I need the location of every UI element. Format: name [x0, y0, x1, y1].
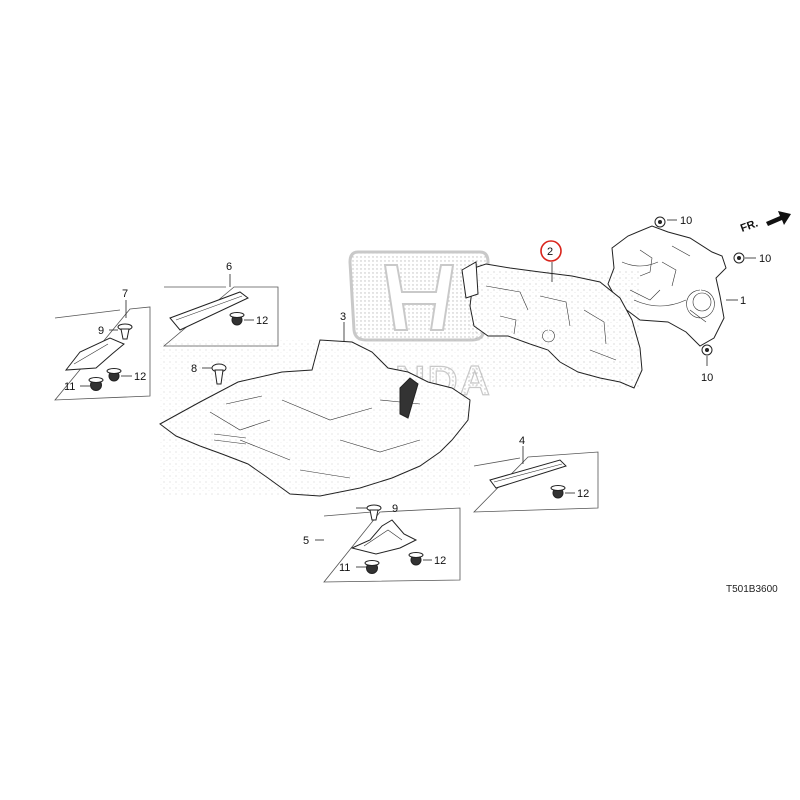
- callout-11-rear[interactable]: 11: [339, 562, 350, 574]
- callout-labels: 1 2 3 4 5 6 7 8 9 9 10 10 10 11 11 12 12…: [64, 215, 771, 574]
- part-2-dashboard-insulator-inner: [461, 261, 643, 389]
- group-box-5: [323, 507, 461, 583]
- part-5-group: [323, 504, 461, 583]
- callout-10-top[interactable]: 10: [680, 215, 692, 227]
- clip-12-c: [550, 485, 566, 499]
- clip-9-a: [117, 323, 133, 340]
- front-arrow-icon: [766, 211, 791, 226]
- clip-9-b: [366, 504, 382, 521]
- callout-5[interactable]: 5: [303, 535, 309, 547]
- callout-9-rear[interactable]: 9: [392, 503, 398, 515]
- clip-11-a: [88, 377, 104, 391]
- front-label: FR.: [739, 217, 760, 234]
- honda-h-letter: [383, 264, 455, 331]
- callout-12-front-kick[interactable]: 12: [134, 371, 146, 383]
- clip-10-c: [701, 344, 713, 356]
- clip-12-a: [229, 312, 245, 326]
- part-4-group: [473, 451, 599, 513]
- clip-11-b: [364, 560, 380, 574]
- front-direction-indicator: FR.: [739, 211, 791, 235]
- callout-12-rear-kick[interactable]: 12: [434, 555, 446, 567]
- callout-4[interactable]: 4: [519, 435, 525, 447]
- callout-9-front[interactable]: 9: [98, 325, 104, 337]
- callout-12-sill[interactable]: 12: [256, 315, 268, 327]
- callout-7[interactable]: 7: [122, 288, 128, 300]
- clip-12-b: [106, 368, 122, 382]
- part-7-group: [54, 306, 151, 401]
- callout-11-front[interactable]: 11: [64, 381, 75, 393]
- group-box-7: [54, 306, 151, 401]
- part-3-floor-carpet: [159, 339, 471, 497]
- callout-2-highlight: [540, 240, 562, 262]
- clip-12-d: [408, 552, 424, 566]
- group-box-4: [473, 451, 599, 513]
- leader-lines: [80, 219, 756, 568]
- callout-6[interactable]: 6: [226, 261, 232, 273]
- clip-10-a: [654, 216, 666, 228]
- clip-10-b: [733, 252, 745, 264]
- callout-2[interactable]: 2: [547, 246, 553, 258]
- part-6-group: [162, 286, 279, 347]
- callout-10-bottom[interactable]: 10: [701, 372, 713, 384]
- callout-12-rear-sill[interactable]: 12: [577, 488, 589, 500]
- callout-10-right[interactable]: 10: [759, 253, 771, 265]
- callout-1[interactable]: 1: [740, 295, 746, 307]
- callout-8[interactable]: 8: [191, 363, 197, 375]
- diagram-code: T501B3600: [726, 584, 778, 595]
- callout-3[interactable]: 3: [340, 311, 346, 323]
